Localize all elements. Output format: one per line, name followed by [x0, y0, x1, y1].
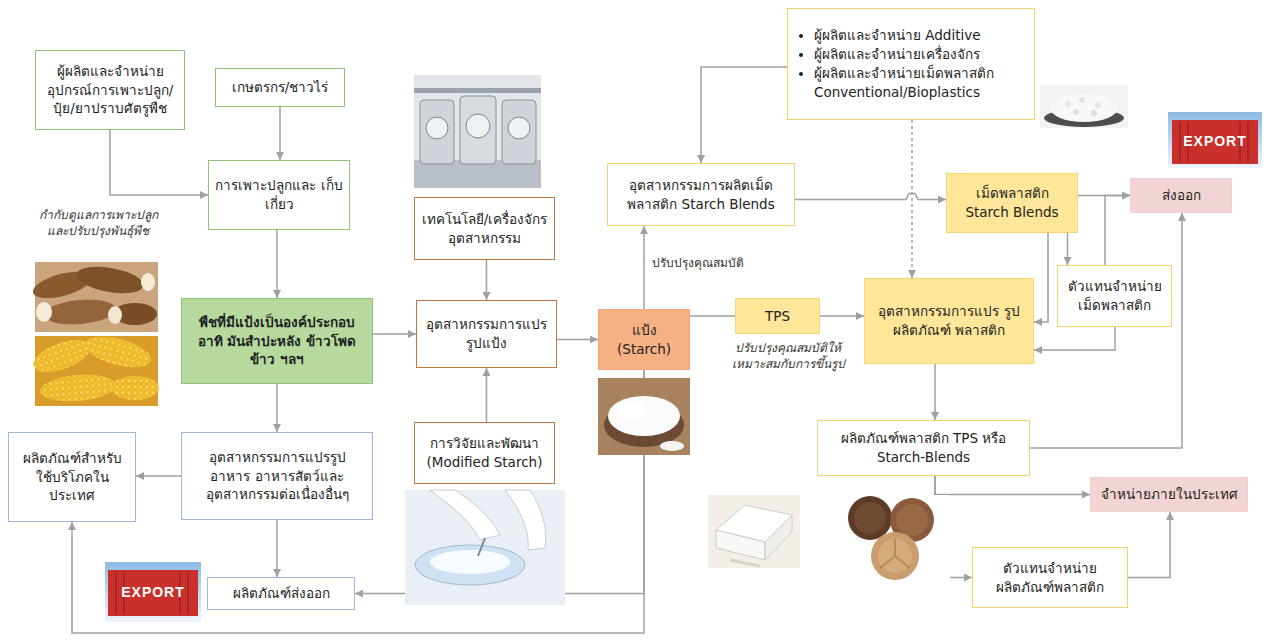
flow-arrow: [276, 384, 278, 432]
node-text: ส่งออก: [1162, 186, 1201, 205]
flow-arrow: [136, 475, 181, 477]
industry-box: อุตสาหกรรมการแปร รูปแป้ง: [416, 300, 557, 368]
flow-arrow: [820, 315, 864, 317]
material-box: เม็ดพลาสติก Starch Blends: [946, 173, 1078, 233]
node-text: จำหน่ายภายในประเทศ: [1101, 485, 1238, 504]
node-text: ผลิตภัณฑ์สำหรับ ใช้บริโภคใน ประเทศ: [15, 449, 129, 506]
bullet-list: ผู้ผลิตและจำหน่าย Additiveผู้ผลิตและจำหน…: [794, 26, 1028, 102]
industry-box: อุตสาหกรรมการแปรรูป อาหาร อาหารสัตว์และ …: [181, 432, 373, 520]
node-text: อุตสาหกรรมการแปรรูป อาหาร อาหารสัตว์และ …: [188, 448, 366, 505]
cassava-photo: [30, 262, 158, 332]
note-label: ปรับปรุงคุณสมบัติ: [652, 255, 744, 271]
process-box: การเพาะปลูกและ เก็บเกี่ยว: [208, 160, 350, 230]
node-text: อุตสาหกรรมการแปร รูปผลิตภัณฑ์ พลาสติก: [871, 302, 1027, 340]
flow-arrow: [1105, 196, 1130, 266]
actor-box: เกษตรกร/ชาวไร่: [215, 68, 345, 107]
material-box: แป้ง (Starch): [598, 309, 690, 370]
supplier-box: ผู้ผลิตและจำหน่าย อุปกรณ์การเพาะปลูก/ ปุ…: [35, 50, 185, 130]
node-text: TPS: [765, 307, 790, 326]
export-container-picture: [105, 562, 201, 622]
node-text: อุตสาหกรรมการแปร รูปแป้ง: [423, 315, 550, 353]
node-text: ผู้ผลิตและจำหน่ายเม็ดพลาสติก Conventiona…: [814, 64, 1028, 102]
flow-arrow: [486, 368, 488, 422]
flow-arrow: [690, 315, 735, 317]
plates-photo: [833, 495, 950, 580]
flow-arrow: [1030, 213, 1182, 448]
market-box: ผลิตภัณฑ์สำหรับ ใช้บริโภคใน ประเทศ: [8, 432, 136, 522]
flow-arrow: [276, 520, 278, 577]
node-text: ผู้ผลิตและจำหน่าย อุปกรณ์การเพาะปลูก/ ปุ…: [42, 62, 178, 119]
export-container-picture: [1168, 112, 1262, 168]
flow-arrow: [486, 260, 488, 300]
flow-arrow: [279, 107, 281, 160]
market-box: ส่งออก: [1130, 178, 1232, 213]
supplier-box: ผู้ผลิตและจำหน่าย Additiveผู้ผลิตและจำหน…: [787, 8, 1035, 120]
product-box: ผลิตภัณฑ์พลาสติก TPS หรือ Starch-Blends: [817, 420, 1030, 476]
flow-arrow: [276, 230, 278, 298]
flow-arrow: [935, 476, 1090, 495]
flow-arrow: [911, 120, 913, 278]
flow-arrow: [1128, 512, 1170, 578]
note-label: กำกับดูแลการเพาะปลูก และปรับปรุงพันธุ์พื…: [34, 207, 162, 239]
note-label: ปรับปรุงคุณสมบัติให้ เหมาะสมกับการขึ้นรู…: [726, 340, 850, 372]
corn-photo: [29, 331, 159, 406]
foam-box-photo: [708, 495, 800, 568]
machine-photo: [414, 75, 541, 188]
support-box: เทคโนโลยี/เครื่องจักร อุตสาหกรรม: [414, 197, 555, 260]
pellets-photo: [1040, 85, 1128, 128]
dealer-box: ตัวแทนจำหน่าย ผลิตภัณฑ์พลาสติก: [972, 547, 1128, 608]
industry-box: อุตสาหกรรมการแปร รูปผลิตภัณฑ์ พลาสติก: [864, 278, 1034, 364]
flow-arrow: [934, 364, 936, 420]
flow-arrow: [557, 339, 598, 341]
flow-arrow: [643, 226, 645, 309]
node-text: ตัวแทนจำหน่าย ผลิตภัณฑ์พลาสติก: [979, 559, 1121, 597]
node-text: เกษตรกร/ชาวไร่: [232, 78, 329, 97]
material-box: พืชที่มีแป้งเป็นองค์ประกอบ อาทิ มันสำปะห…: [181, 298, 373, 384]
node-text: ผลิตภัณฑ์ส่งออก: [233, 584, 330, 603]
industry-box: อุตสาหกรรมการผลิตเม็ด พลาสติก Starch Ble…: [607, 163, 795, 226]
node-text: การวิจัยและพัฒนา (Modified Starch): [421, 434, 548, 472]
node-text: เม็ดพลาสติก Starch Blends: [953, 184, 1071, 222]
export-text: EXPORT: [1172, 132, 1258, 151]
flow-arrow: [373, 333, 416, 335]
node-text: เทคโนโลยี/เครื่องจักร อุตสาหกรรม: [421, 210, 548, 248]
starch-powder-photo: [598, 378, 690, 455]
node-text: ตัวแทนจำหน่าย เม็ดพลาสติก: [1064, 277, 1165, 315]
market-box: ผลิตภัณฑ์ส่งออก: [207, 577, 355, 610]
flow-arrow: [1034, 327, 1115, 350]
node-text: ผู้ผลิตและจำหน่ายเครื่องจักร: [814, 45, 1028, 64]
flow-arrow: [72, 370, 644, 633]
node-text: แป้ง (Starch): [605, 321, 683, 359]
export-text: EXPORT: [108, 583, 198, 602]
market-box: จำหน่ายภายในประเทศ: [1090, 477, 1248, 512]
flow-arrow: [701, 67, 787, 163]
material-box: TPS: [735, 298, 820, 334]
node-text: พืชที่มีแป้งเป็นองค์ประกอบ อาทิ มันสำปะห…: [188, 313, 366, 370]
flow-arrow: [110, 130, 208, 195]
node-text: การเพาะปลูกและ เก็บเกี่ยว: [215, 176, 343, 214]
laboratory-photo: [405, 490, 565, 605]
flow-arrow: [795, 194, 946, 200]
node-text: ผู้ผลิตและจำหน่าย Additive: [814, 26, 1028, 45]
node-text: ผลิตภัณฑ์พลาสติก TPS หรือ Starch-Blends: [824, 429, 1023, 467]
node-text: อุตสาหกรรมการผลิตเม็ด พลาสติก Starch Ble…: [614, 176, 788, 214]
flow-arrow: [1067, 233, 1069, 265]
support-box: การวิจัยและพัฒนา (Modified Starch): [414, 422, 555, 484]
dealer-box: ตัวแทนจำหน่าย เม็ดพลาสติก: [1057, 265, 1172, 327]
flow-arrow: [1034, 233, 1048, 322]
